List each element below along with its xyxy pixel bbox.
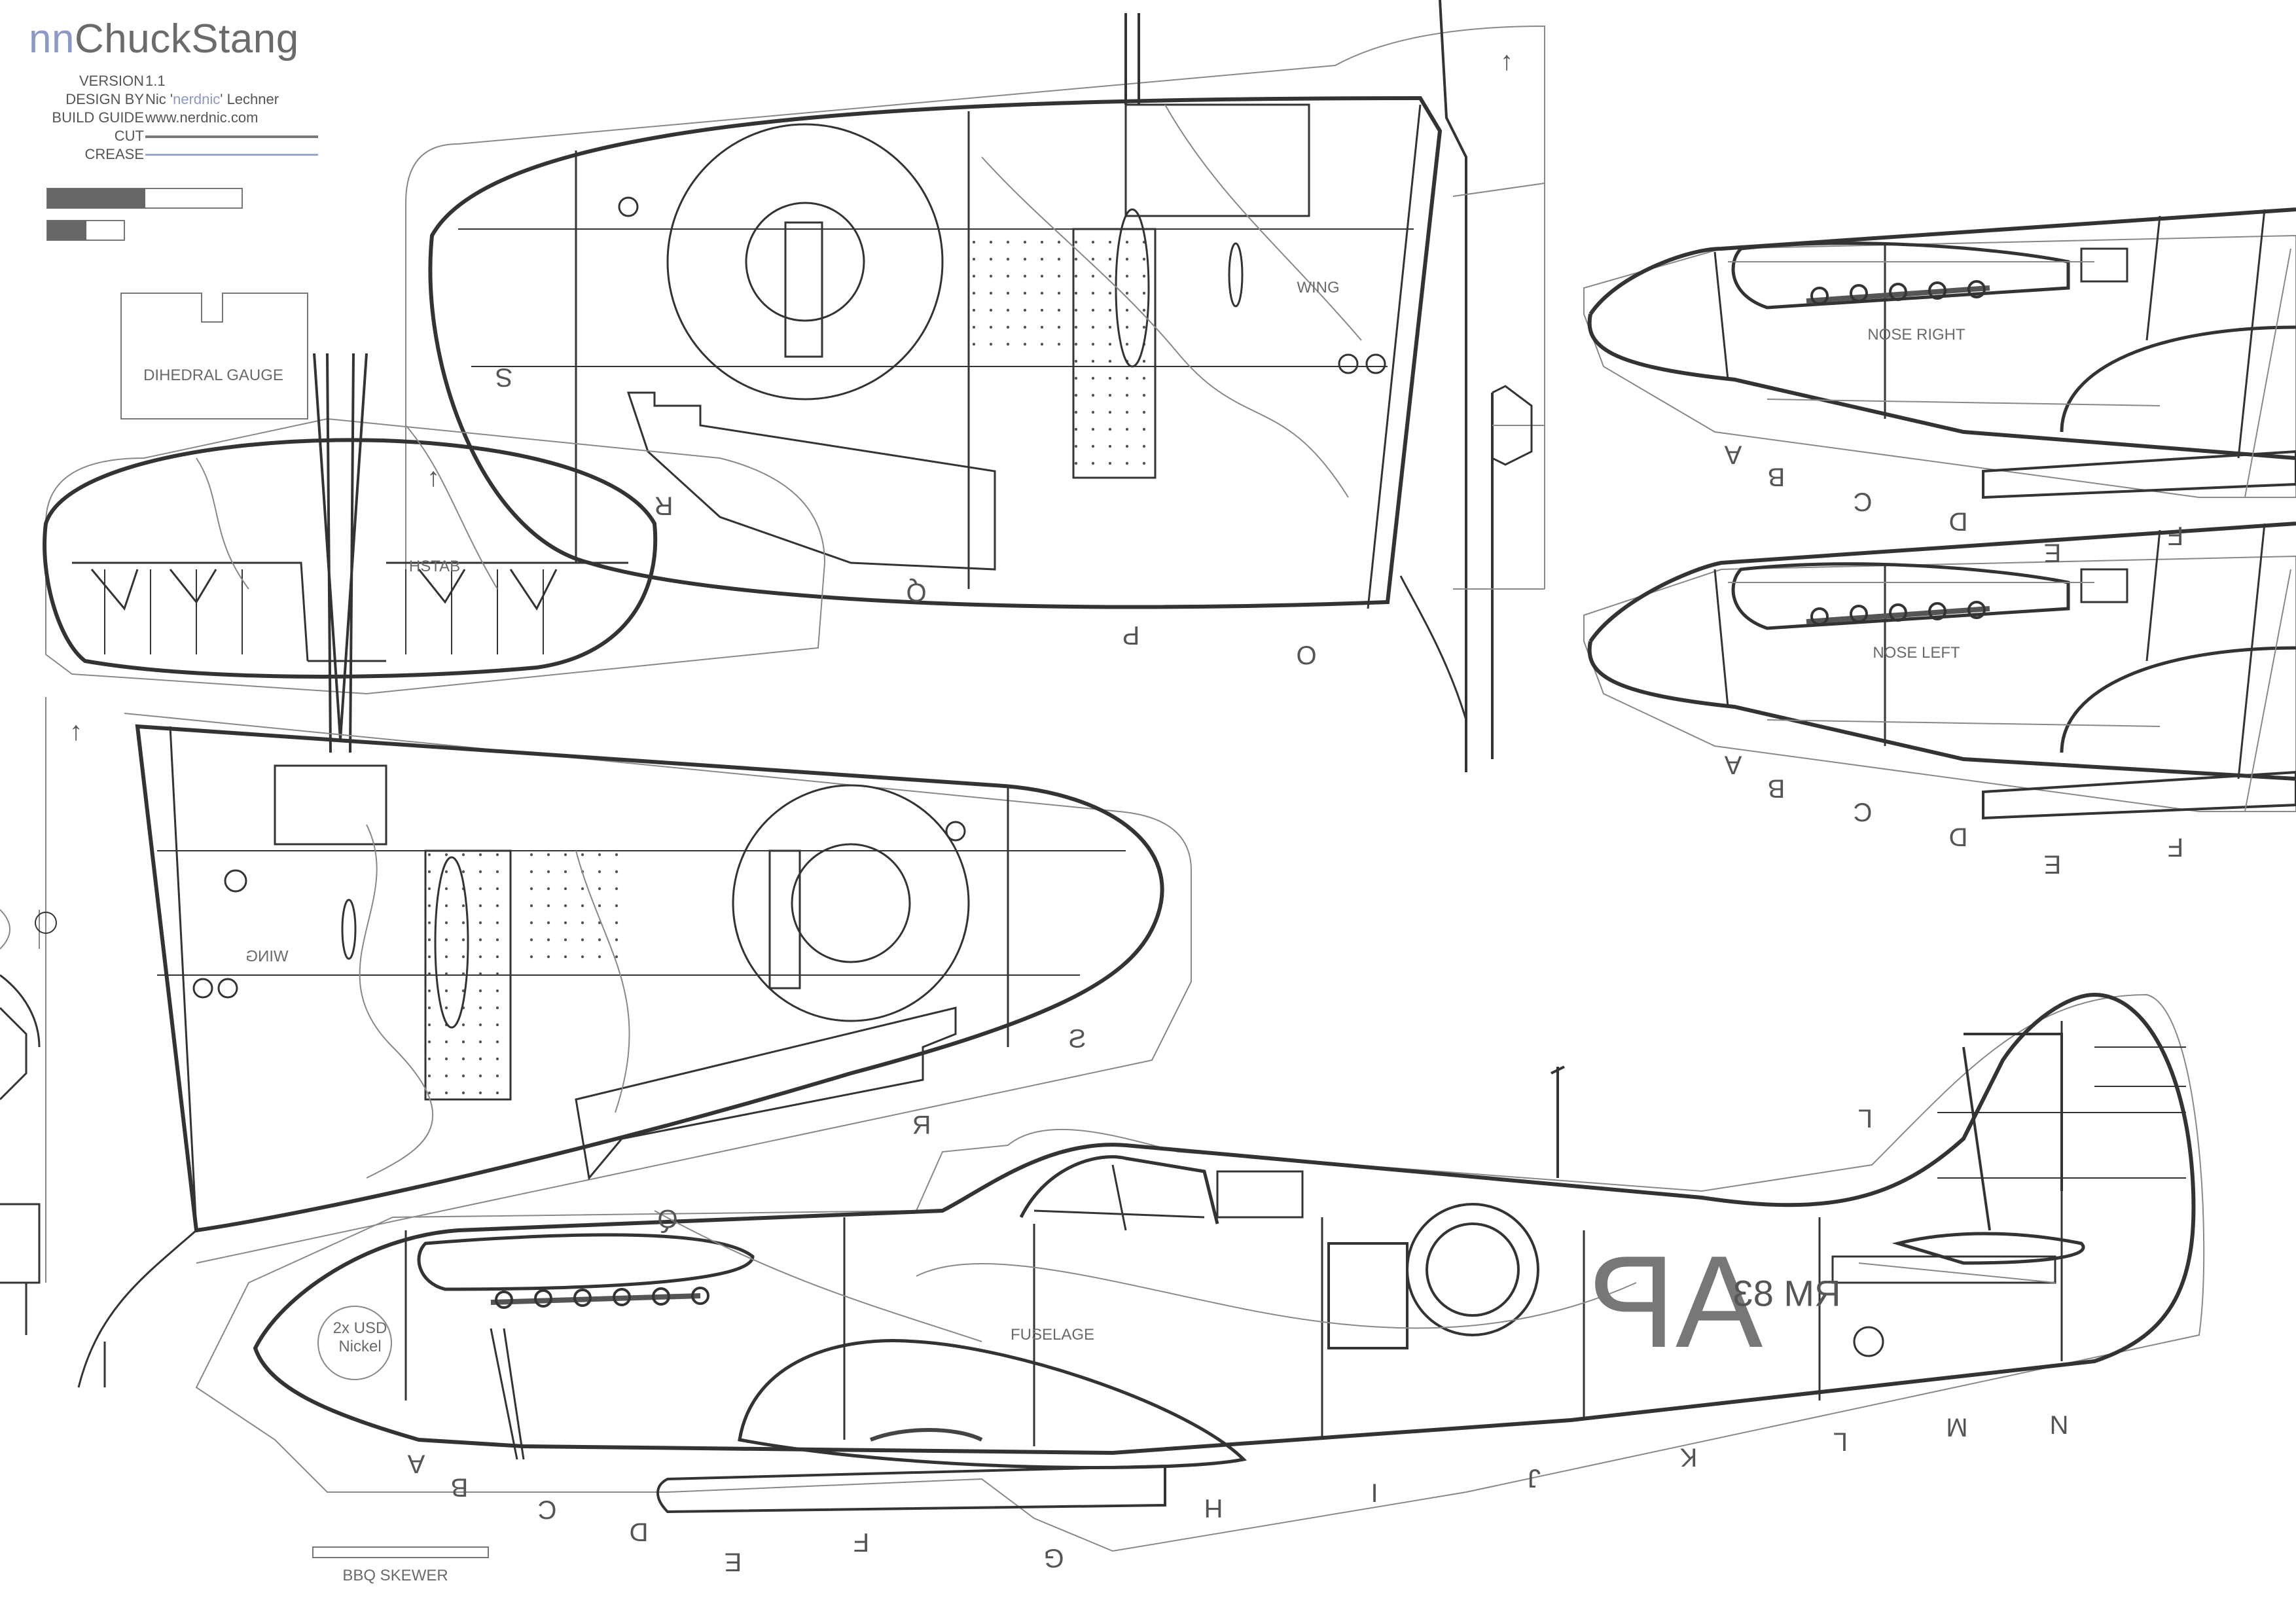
skewer-label: BBQ SKEWER — [342, 1567, 448, 1584]
station-letter: B — [1767, 774, 1785, 803]
station-letter: A — [1724, 750, 1742, 779]
hstab-label: HSTAB — [408, 558, 461, 575]
nose-right-label: NOSE RIGHT — [1867, 326, 1965, 344]
station-letter: Q — [906, 577, 927, 607]
brand-title: nnChuckStang — [29, 14, 299, 64]
station-letter: F — [853, 1527, 870, 1557]
station-letter: D — [1948, 507, 1968, 536]
station-letter: C — [1853, 797, 1873, 827]
station-letter: L — [1857, 1103, 1873, 1133]
station-letter: L — [1833, 1427, 1848, 1456]
station-letter: C — [537, 1495, 557, 1524]
station-letter: J — [1528, 1463, 1541, 1493]
station-letter: S — [495, 363, 513, 392]
build-guide-link[interactable]: www.nerdnic.com — [145, 109, 259, 126]
skewer-slot — [312, 1546, 489, 1558]
serial-marking: RM 83 — [1732, 1272, 1841, 1314]
meta-key: VERSION — [79, 73, 144, 89]
scale-bars — [46, 188, 243, 241]
station-letter: A — [1724, 440, 1742, 469]
nose-left — [1583, 522, 2296, 820]
station-letter: R — [912, 1111, 931, 1140]
station-letter: B — [450, 1472, 469, 1502]
station-letter: O — [1296, 640, 1317, 669]
station-letter: I — [1371, 1478, 1378, 1507]
meta-crease: CREASE — [16, 145, 323, 164]
designer-pre: Nic ' — [145, 91, 173, 107]
nose-left-label: NOSE LEFT — [1873, 644, 1960, 662]
wing-upper-label: WING — [1297, 279, 1340, 296]
meta-key: CREASE — [84, 146, 144, 162]
station-letter: S — [1068, 1024, 1086, 1054]
meta-build-guide: BUILD GUIDE www.nerdnic.com — [16, 109, 323, 127]
wing-lower-label: WING — [245, 948, 289, 965]
grain-arrow-icon: ↑ — [427, 463, 440, 492]
cut-line-legend — [145, 135, 318, 138]
crease-line-legend — [145, 154, 318, 156]
template-meta: VERSION 1.1 DESIGN BY Nic 'nerdnic' Lech… — [16, 72, 323, 164]
designer-nickname: nerdnic — [173, 91, 221, 107]
dihedral-gauge — [120, 293, 308, 419]
nose-right — [1583, 207, 2296, 499]
nickel-label-2: Nickel — [338, 1338, 382, 1355]
grain-arrow-icon: ↑ — [69, 717, 82, 746]
station-letter: R — [654, 491, 673, 520]
fuselage — [195, 992, 2205, 1552]
station-letter: B — [1767, 462, 1785, 491]
dihedral-gauge-label: DIHEDRAL GAUGE — [143, 366, 283, 384]
hstab — [43, 353, 826, 753]
template-header: nnChuckStang VERSION 1.1 DESIGN BY Nic '… — [0, 0, 340, 262]
grain-arrow-icon: ↑ — [1500, 46, 1513, 76]
meta-cut: CUT — [16, 127, 323, 145]
station-letter: G — [1043, 1543, 1064, 1573]
meta-key: BUILD GUIDE — [52, 109, 144, 126]
station-letter: D — [1948, 822, 1968, 851]
fuselage-label: FUSELAGE — [1010, 1326, 1095, 1344]
station-letter: D — [629, 1517, 649, 1546]
station-letter: C — [1853, 487, 1873, 516]
station-letter: A — [407, 1449, 425, 1478]
lower-wing — [0, 697, 1192, 1388]
meta-value: 1.1 — [145, 73, 166, 89]
station-letter: F — [2167, 521, 2184, 550]
station-letter: E — [2043, 849, 2062, 879]
station-letter: E — [724, 1547, 742, 1577]
brand-prefix: nn — [29, 16, 75, 62]
meta-version: VERSION 1.1 — [16, 72, 323, 90]
station-letter: E — [2043, 538, 2062, 567]
nickel-label-1: 2x USD — [332, 1319, 387, 1337]
brand-name: ChuckStang — [74, 16, 299, 62]
station-letter: M — [1946, 1412, 1968, 1442]
station-letter: K — [1679, 1442, 1698, 1472]
station-letter: N — [2049, 1410, 2069, 1439]
station-letter: H — [1204, 1493, 1223, 1523]
meta-key: CUT — [114, 128, 144, 144]
upper-wing — [405, 0, 1545, 772]
designer-post: ' Lechner — [220, 91, 279, 107]
meta-designer: DESIGN BY Nic 'nerdnic' Lechner — [16, 90, 323, 109]
station-letter: P — [1122, 620, 1140, 650]
station-letter: F — [2167, 832, 2184, 862]
meta-key: DESIGN BY — [65, 91, 144, 107]
meta-value: Nic 'nerdnic' Lechner — [145, 90, 279, 109]
station-letter: Q — [657, 1205, 678, 1234]
